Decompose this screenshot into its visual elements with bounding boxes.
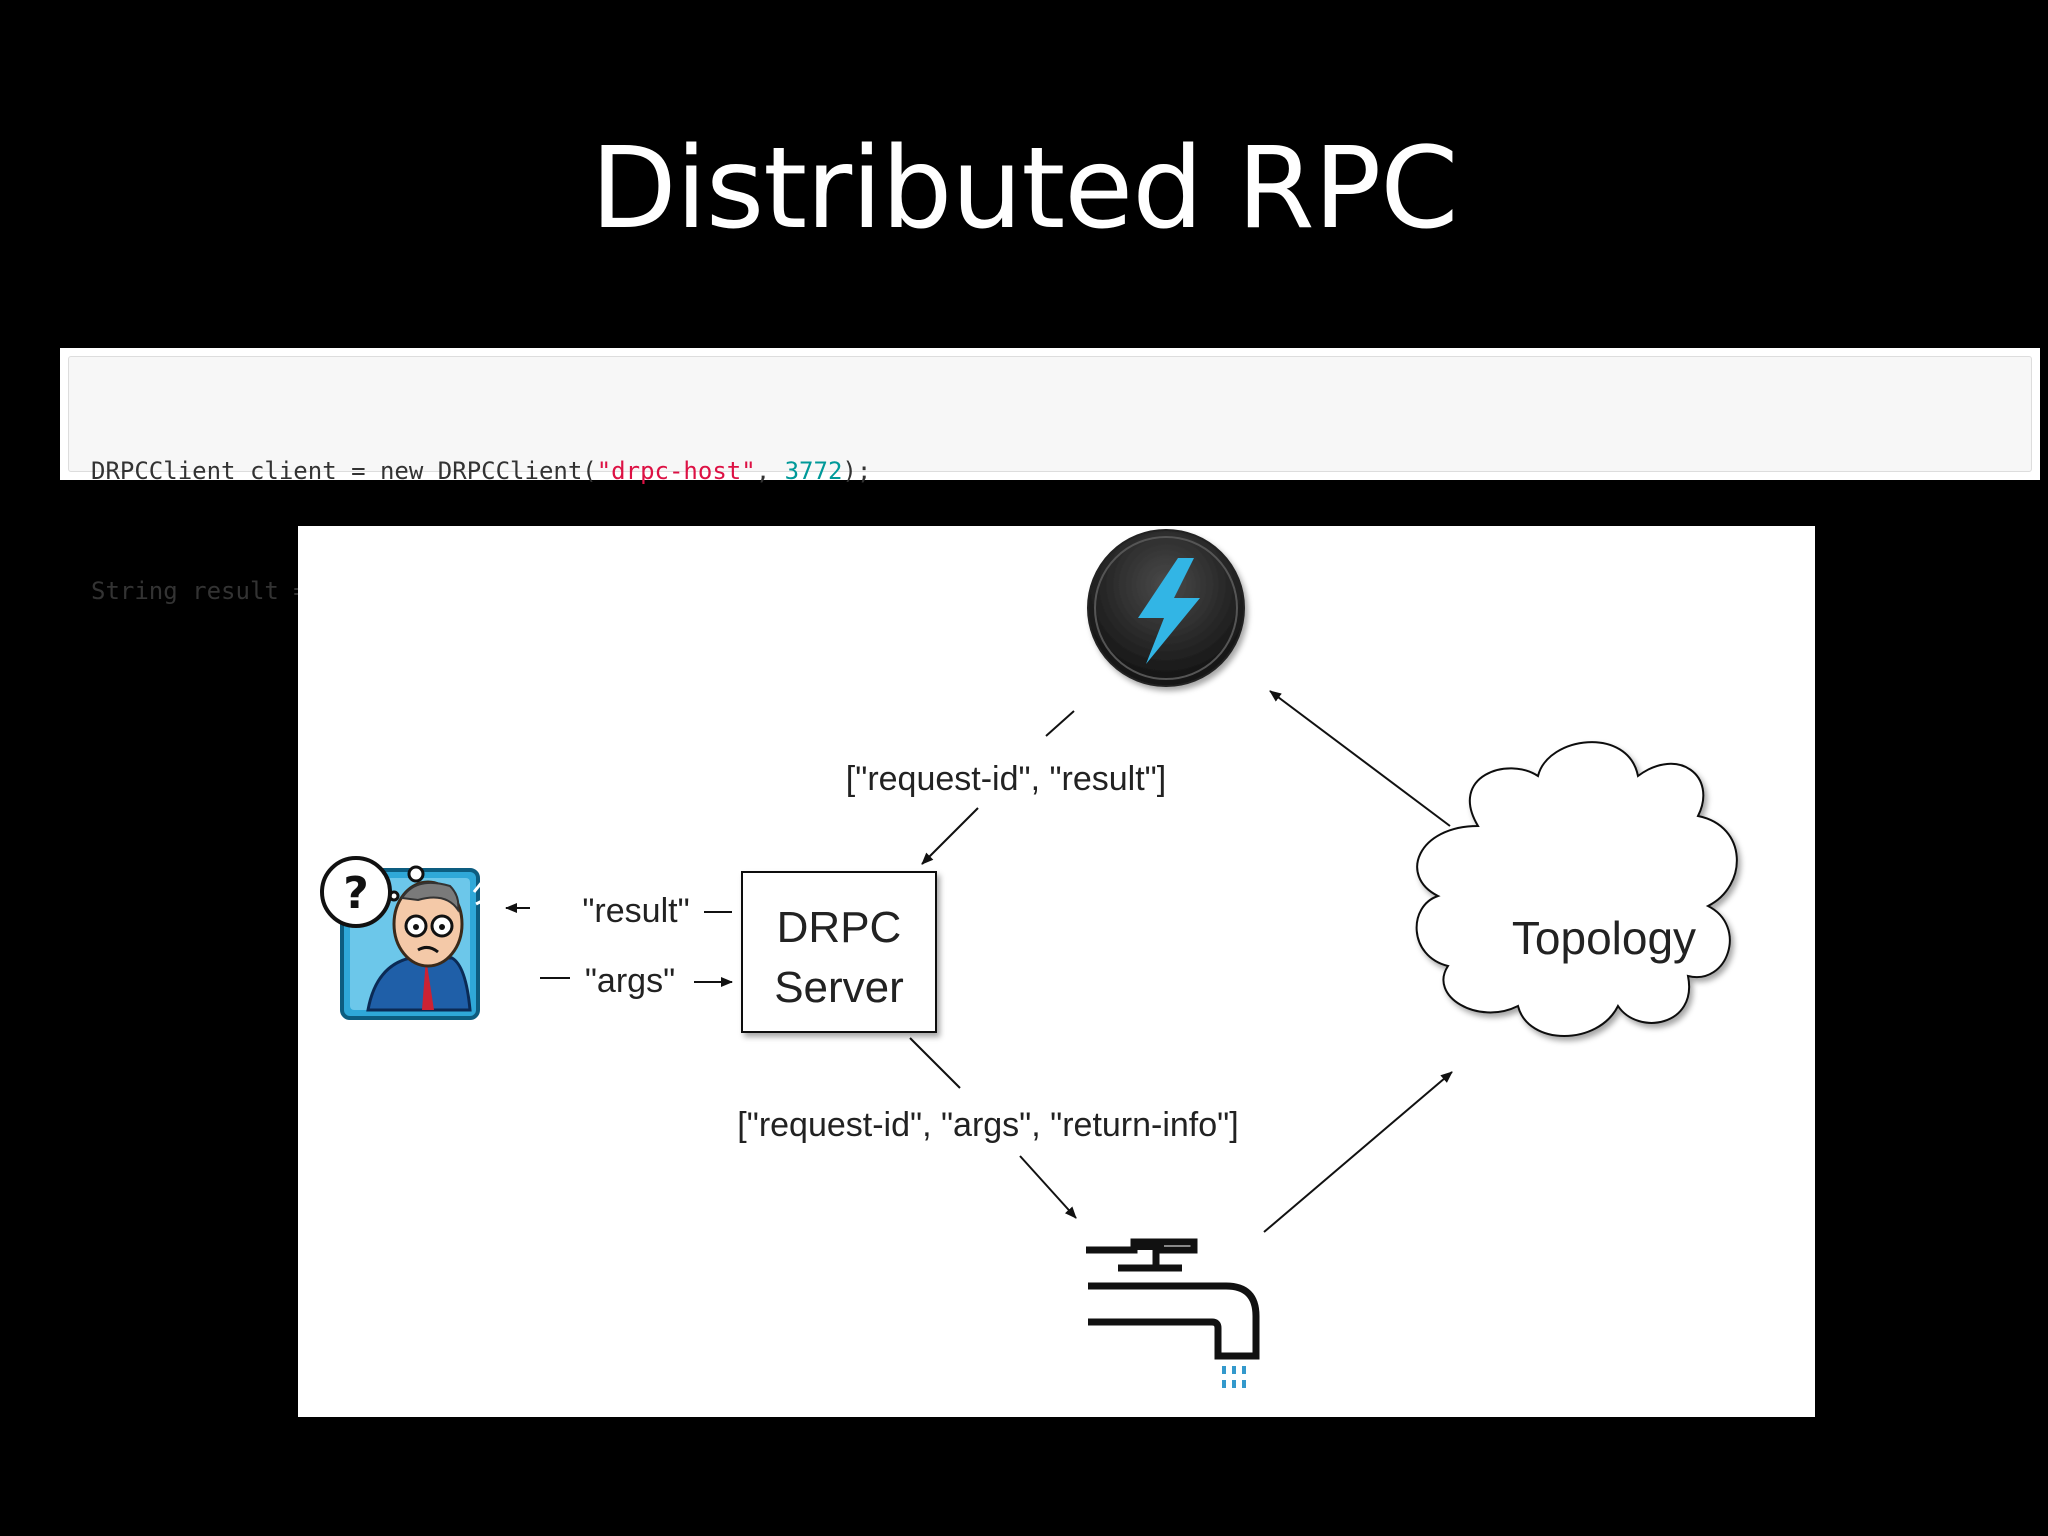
arrow-spout-to-topology	[1263, 1071, 1453, 1233]
args-arrow-label: "args"	[585, 962, 675, 1000]
drpc-server-box: DRPC Server	[741, 871, 937, 1033]
code-line-1: DRPCClient client = new DRPCClient("drpc…	[91, 451, 2009, 491]
server-label-line2: Server	[774, 963, 904, 1012]
code-block: DRPCClient client = new DRPCClient("drpc…	[68, 356, 2032, 605]
topology-label: Topology	[1512, 912, 1696, 964]
code-panel: DRPCClient client = new DRPCClient("drpc…	[60, 348, 2040, 605]
code-token: DRPCClient client =	[91, 457, 380, 485]
topology-cloud: Topology	[1415, 741, 1738, 1037]
arrow-return-to-server	[1045, 710, 1075, 737]
slide-title: Distributed RPC	[590, 124, 1459, 254]
result-arrow-label: "result"	[582, 892, 689, 930]
water-drip	[1222, 1366, 1246, 1388]
confused-man-icon	[340, 868, 489, 1020]
code-token: 3772	[784, 457, 843, 485]
drpc-diagram: ["request-id", "result"] DRPC Server	[298, 526, 1815, 1417]
code-token: new	[379, 457, 424, 485]
code-token: DRPCClient(	[423, 457, 597, 485]
bolt-shape	[1138, 558, 1200, 664]
server-label-line1: DRPC	[777, 903, 902, 952]
code-token: "drpc-host"	[596, 457, 756, 485]
arrow-topology-to-storm	[1269, 690, 1451, 827]
arrow-server-to-spout	[1019, 1155, 1077, 1219]
arrow-return-to-server-head	[921, 807, 979, 865]
water-faucet-icon	[1086, 1238, 1260, 1388]
arrow-server-to-spout-tail	[909, 1037, 961, 1089]
code-token: );	[842, 457, 872, 485]
request-tuple-label: ["request-id", "args", "return-info"]	[737, 1106, 1238, 1144]
thought-bubble: ?	[320, 856, 425, 928]
lightning-bolt-icon	[1087, 529, 1245, 687]
return-tuple-label: ["request-id", "result"]	[846, 760, 1166, 798]
thought-question-mark: ?	[343, 868, 369, 919]
code-token: ,	[755, 457, 785, 485]
